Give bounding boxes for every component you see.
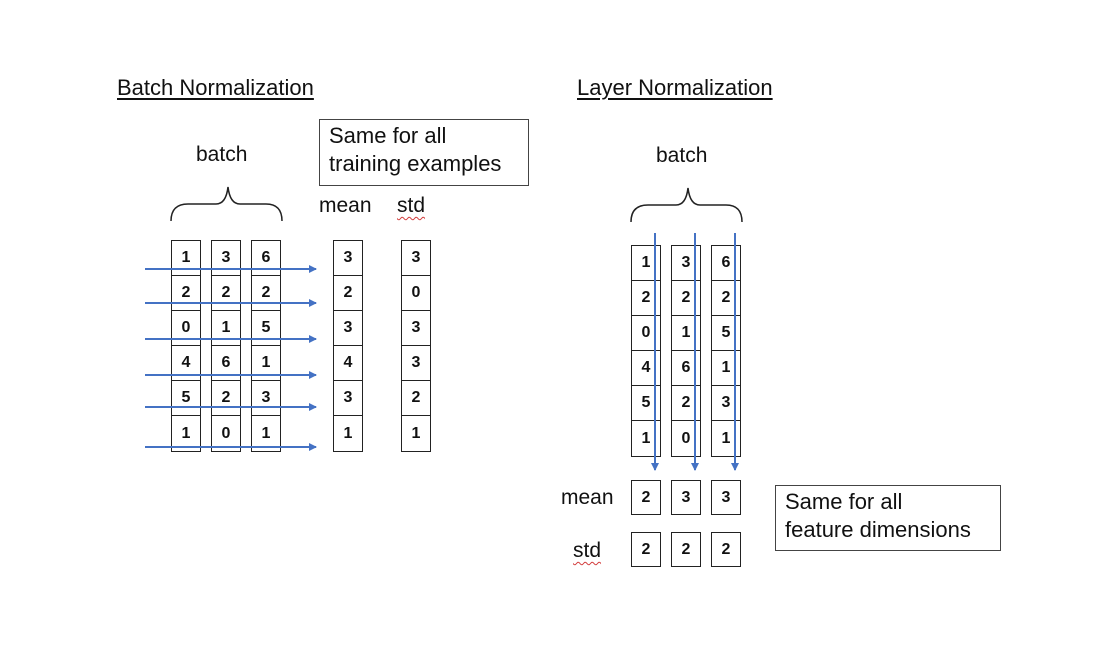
cell: 3 xyxy=(712,386,740,421)
mean-cell: 3 xyxy=(334,381,362,416)
cell: 0 xyxy=(632,316,660,351)
batch-norm-batch-label: batch xyxy=(196,143,248,166)
batch-norm-column-1: 1 2 0 4 5 1 xyxy=(171,240,201,452)
cell: 1 xyxy=(181,424,191,442)
layer-norm-note-line2: feature dimensions xyxy=(785,517,971,542)
batch-norm-std-label: std xyxy=(397,194,426,217)
layer-norm-column-1: 1 2 0 4 5 1 xyxy=(631,245,661,457)
cell: 1 xyxy=(721,429,731,447)
layer-norm-column-3: 6 2 5 1 3 1 xyxy=(711,245,741,457)
layer-norm-mean-cell-1: 2 xyxy=(631,480,661,515)
mean-cell: 2 xyxy=(334,276,362,311)
cell: 1 xyxy=(641,429,651,447)
cell: 1 xyxy=(712,351,740,386)
mean-cell: 3 xyxy=(334,241,362,276)
layer-norm-title: Layer Normalization xyxy=(577,75,773,100)
std-cell: 0 xyxy=(402,276,430,311)
mean-cell: 1 xyxy=(343,424,353,442)
layer-norm-note-line1: Same for all xyxy=(785,489,903,514)
cell: 6 xyxy=(672,351,700,386)
layer-norm-std-label: std xyxy=(573,539,602,562)
layer-norm-batch-label: batch xyxy=(656,144,708,167)
cell: 1 xyxy=(261,424,271,442)
std-cell: 1 xyxy=(411,424,421,442)
cell: 3 xyxy=(252,381,280,416)
layer-norm-std-cell-2: 2 xyxy=(671,532,701,567)
cell: 0 xyxy=(681,429,691,447)
layer-norm-brace xyxy=(630,187,743,223)
batch-norm-mean-column: 3 2 3 4 3 1 xyxy=(333,240,363,452)
layer-norm-mean-cell-3: 3 xyxy=(711,480,741,515)
cell: 4 xyxy=(172,346,200,381)
cell: 2 xyxy=(172,276,200,311)
layer-norm-std-cell-1: 2 xyxy=(631,532,661,567)
batch-norm-column-2: 3 2 1 6 2 0 xyxy=(211,240,241,452)
cell: 5 xyxy=(252,311,280,346)
mean-cell: 3 xyxy=(334,311,362,346)
cell: 1 xyxy=(672,316,700,351)
cell: 4 xyxy=(632,351,660,386)
layer-norm-mean-cell-2: 3 xyxy=(671,480,701,515)
cell: 2 xyxy=(252,276,280,311)
cell: 1 xyxy=(252,346,280,381)
batch-norm-column-3: 6 2 5 1 3 1 xyxy=(251,240,281,452)
batch-norm-mean-label: mean xyxy=(319,194,372,217)
cell: 6 xyxy=(712,246,740,281)
cell: 2 xyxy=(212,276,240,311)
std-cell: 3 xyxy=(402,241,430,276)
cell: 5 xyxy=(712,316,740,351)
batch-norm-note-line2: training examples xyxy=(329,151,502,176)
cell: 5 xyxy=(632,386,660,421)
cell: 6 xyxy=(252,241,280,276)
cell: 5 xyxy=(172,381,200,416)
std-cell: 3 xyxy=(402,311,430,346)
cell: 1 xyxy=(172,241,200,276)
cell: 2 xyxy=(712,281,740,316)
cell: 2 xyxy=(672,281,700,316)
batch-norm-note: Same for all training examples xyxy=(319,119,529,186)
cell: 1 xyxy=(212,311,240,346)
batch-norm-std-column: 3 0 3 3 2 1 xyxy=(401,240,431,452)
cell: 3 xyxy=(212,241,240,276)
cell: 2 xyxy=(212,381,240,416)
layer-norm-mean-label: mean xyxy=(561,486,614,509)
cell: 3 xyxy=(672,246,700,281)
cell: 0 xyxy=(221,424,231,442)
cell: 0 xyxy=(172,311,200,346)
cell: 6 xyxy=(212,346,240,381)
layer-norm-std-cell-3: 2 xyxy=(711,532,741,567)
cell: 2 xyxy=(632,281,660,316)
mean-cell: 4 xyxy=(334,346,362,381)
batch-norm-title: Batch Normalization xyxy=(117,75,314,100)
cell: 2 xyxy=(672,386,700,421)
layer-norm-note: Same for all feature dimensions xyxy=(775,485,1001,551)
cell: 1 xyxy=(632,246,660,281)
std-cell: 2 xyxy=(402,381,430,416)
batch-norm-brace xyxy=(170,186,283,222)
std-cell: 3 xyxy=(402,346,430,381)
batch-norm-note-line1: Same for all xyxy=(329,123,447,148)
layer-norm-column-2: 3 2 1 6 2 0 xyxy=(671,245,701,457)
